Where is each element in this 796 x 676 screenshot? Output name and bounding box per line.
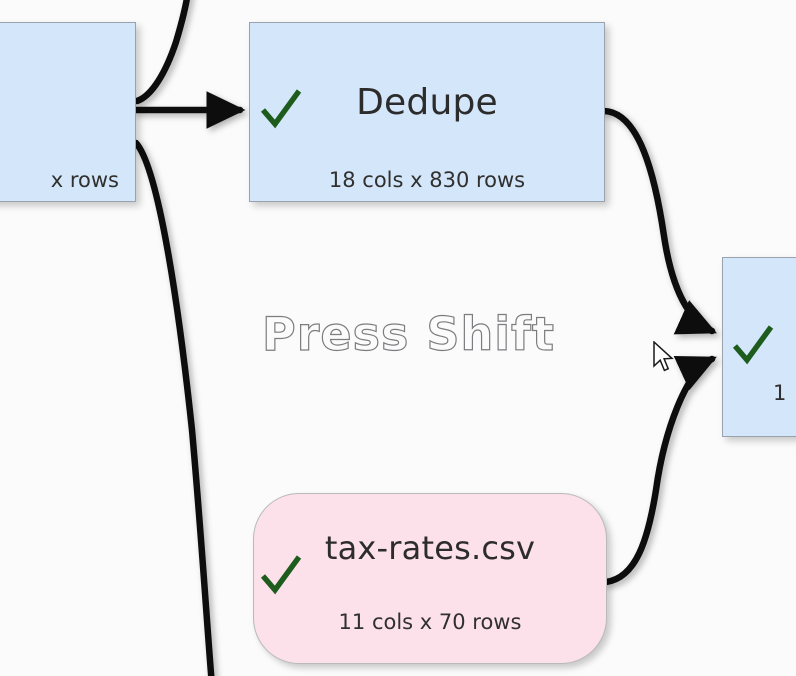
- check-icon: [258, 86, 304, 132]
- node-left-subtitle: x rows: [50, 169, 119, 191]
- node-dedupe-subtitle: 18 cols x 830 rows: [328, 168, 526, 192]
- mouse-cursor-icon: [652, 341, 674, 373]
- check-icon: [258, 552, 304, 598]
- check-icon: [730, 322, 776, 368]
- node-tax-rates-csv[interactable]: tax-rates.csv 11 cols x 70 rows: [253, 493, 607, 664]
- edge-csv-to-right: [602, 355, 717, 586]
- node-csv-subtitle: 11 cols x 70 rows: [338, 610, 522, 634]
- node-left-clipped[interactable]: x rows: [0, 22, 136, 202]
- edge-dedupe-to-right: [600, 107, 717, 335]
- node-csv-title: tax-rates.csv: [324, 529, 536, 567]
- canvas-hint-text: Press Shift: [261, 306, 556, 361]
- edge-left-up-out: [133, 0, 190, 105]
- edge-left-down-out: [132, 139, 215, 676]
- node-right-subtitle: 1: [773, 381, 787, 405]
- node-dedupe-title: Dedupe: [356, 82, 498, 123]
- node-dedupe[interactable]: Dedupe 18 cols x 830 rows: [249, 22, 605, 202]
